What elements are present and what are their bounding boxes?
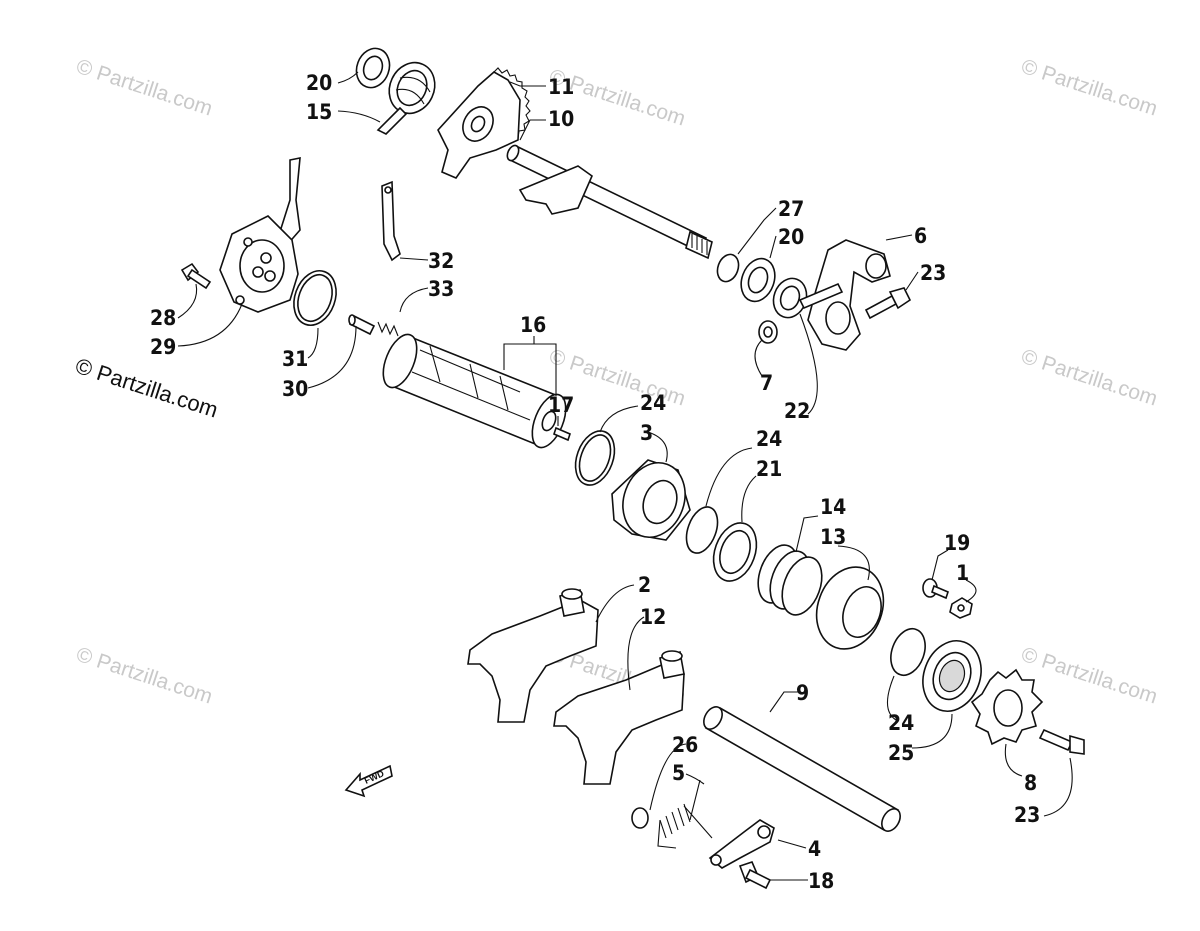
shift-drum-16 [382, 333, 567, 449]
callout-24-a: 24 [640, 391, 666, 415]
callout-20b: 20 [778, 225, 804, 249]
callout-1: 1 [956, 561, 969, 585]
washer-20 [740, 257, 776, 303]
spring-15 [376, 61, 436, 135]
callout-27: 27 [778, 197, 804, 221]
washer-20-top [355, 47, 391, 89]
pin-17 [553, 426, 571, 442]
bearing-25 [922, 640, 982, 712]
watermark: © Partzilla.com [1018, 345, 1160, 411]
callout-20: 20 [306, 71, 332, 95]
callout-5: 5 [672, 761, 685, 785]
shift-arm-6 [798, 239, 891, 351]
callout-6: 6 [914, 224, 927, 248]
callout-16: 16 [520, 313, 546, 337]
copyright-notice: © Partzilla.com [72, 353, 221, 423]
stopper-32 [381, 180, 401, 262]
callout-3: 3 [640, 421, 653, 445]
callout-10: 10 [548, 107, 574, 131]
bolt-18 [738, 861, 772, 890]
callout-24-c: 24 [888, 711, 914, 735]
callout-7: 7 [760, 371, 773, 395]
callout-4: 4 [808, 837, 821, 861]
callout-28: 28 [150, 306, 176, 330]
watermark: © Partzilla.com [73, 55, 215, 121]
callout-21: 21 [756, 457, 782, 481]
shift-gear-11 [437, 67, 531, 179]
watermarks: © Partzilla.com © Partzilla.com © Partzi… [73, 55, 1160, 709]
callout-23-bottom: 23 [1014, 803, 1040, 827]
nut-1 [949, 597, 973, 619]
watermark: © Partzilla.com [73, 643, 215, 709]
callout-24-b: 24 [756, 427, 782, 451]
callout-labels: 20 15 11 10 28 29 31 30 32 33 16 17 27 2… [150, 71, 1040, 893]
fork-shaft-9 [703, 706, 901, 832]
shift-fork-2 [467, 588, 599, 723]
fwd-arrow: FWD [344, 764, 393, 798]
spring-33 [377, 321, 399, 337]
spring-14 [757, 544, 823, 616]
callout-31: 31 [282, 347, 308, 371]
callout-17: 17 [548, 393, 574, 417]
circlip-24-c [890, 627, 926, 677]
bolt-23-top [864, 287, 912, 320]
shift-fork-12 [553, 650, 685, 785]
watermark: © Partzilla.com [1018, 55, 1160, 121]
circlip-24-b [685, 506, 719, 554]
callout-13: 13 [820, 525, 846, 549]
callout-19: 19 [944, 531, 970, 555]
callout-18: 18 [808, 869, 834, 893]
pin-30 [348, 314, 376, 336]
leader-lines [177, 71, 1073, 881]
star-gear-8 [970, 668, 1044, 746]
circlip-27 [716, 253, 740, 283]
bolt-19 [922, 578, 949, 600]
callout-29: 29 [150, 335, 176, 359]
callout-15: 15 [306, 100, 332, 124]
callout-22: 22 [784, 399, 810, 423]
callout-26: 26 [672, 733, 698, 757]
shift-shaft-10 [506, 144, 713, 260]
cover-29 [219, 157, 301, 313]
spring-5 [657, 779, 713, 849]
callout-32: 32 [428, 249, 454, 273]
o-ring-31 [293, 270, 337, 326]
circlip-24 [574, 430, 616, 486]
callout-14: 14 [820, 495, 846, 519]
bolt-23-bottom [1038, 728, 1085, 755]
callout-2: 2 [638, 573, 651, 597]
cam-3 [611, 459, 691, 541]
bolt-28 [180, 262, 212, 290]
collar-7 [758, 320, 778, 344]
callout-9: 9 [796, 681, 809, 705]
callout-11: 11 [548, 75, 574, 99]
callout-30: 30 [282, 377, 308, 401]
washer-21 [712, 522, 758, 582]
callout-12: 12 [640, 605, 666, 629]
oil-seal-22 [772, 277, 808, 319]
callout-23-top: 23 [920, 261, 946, 285]
callout-33: 33 [428, 277, 454, 301]
callout-25: 25 [888, 741, 914, 765]
callout-8: 8 [1024, 771, 1037, 795]
stopper-lever-4 [708, 819, 775, 869]
washer-26 [631, 807, 649, 829]
gear-13 [815, 566, 885, 650]
